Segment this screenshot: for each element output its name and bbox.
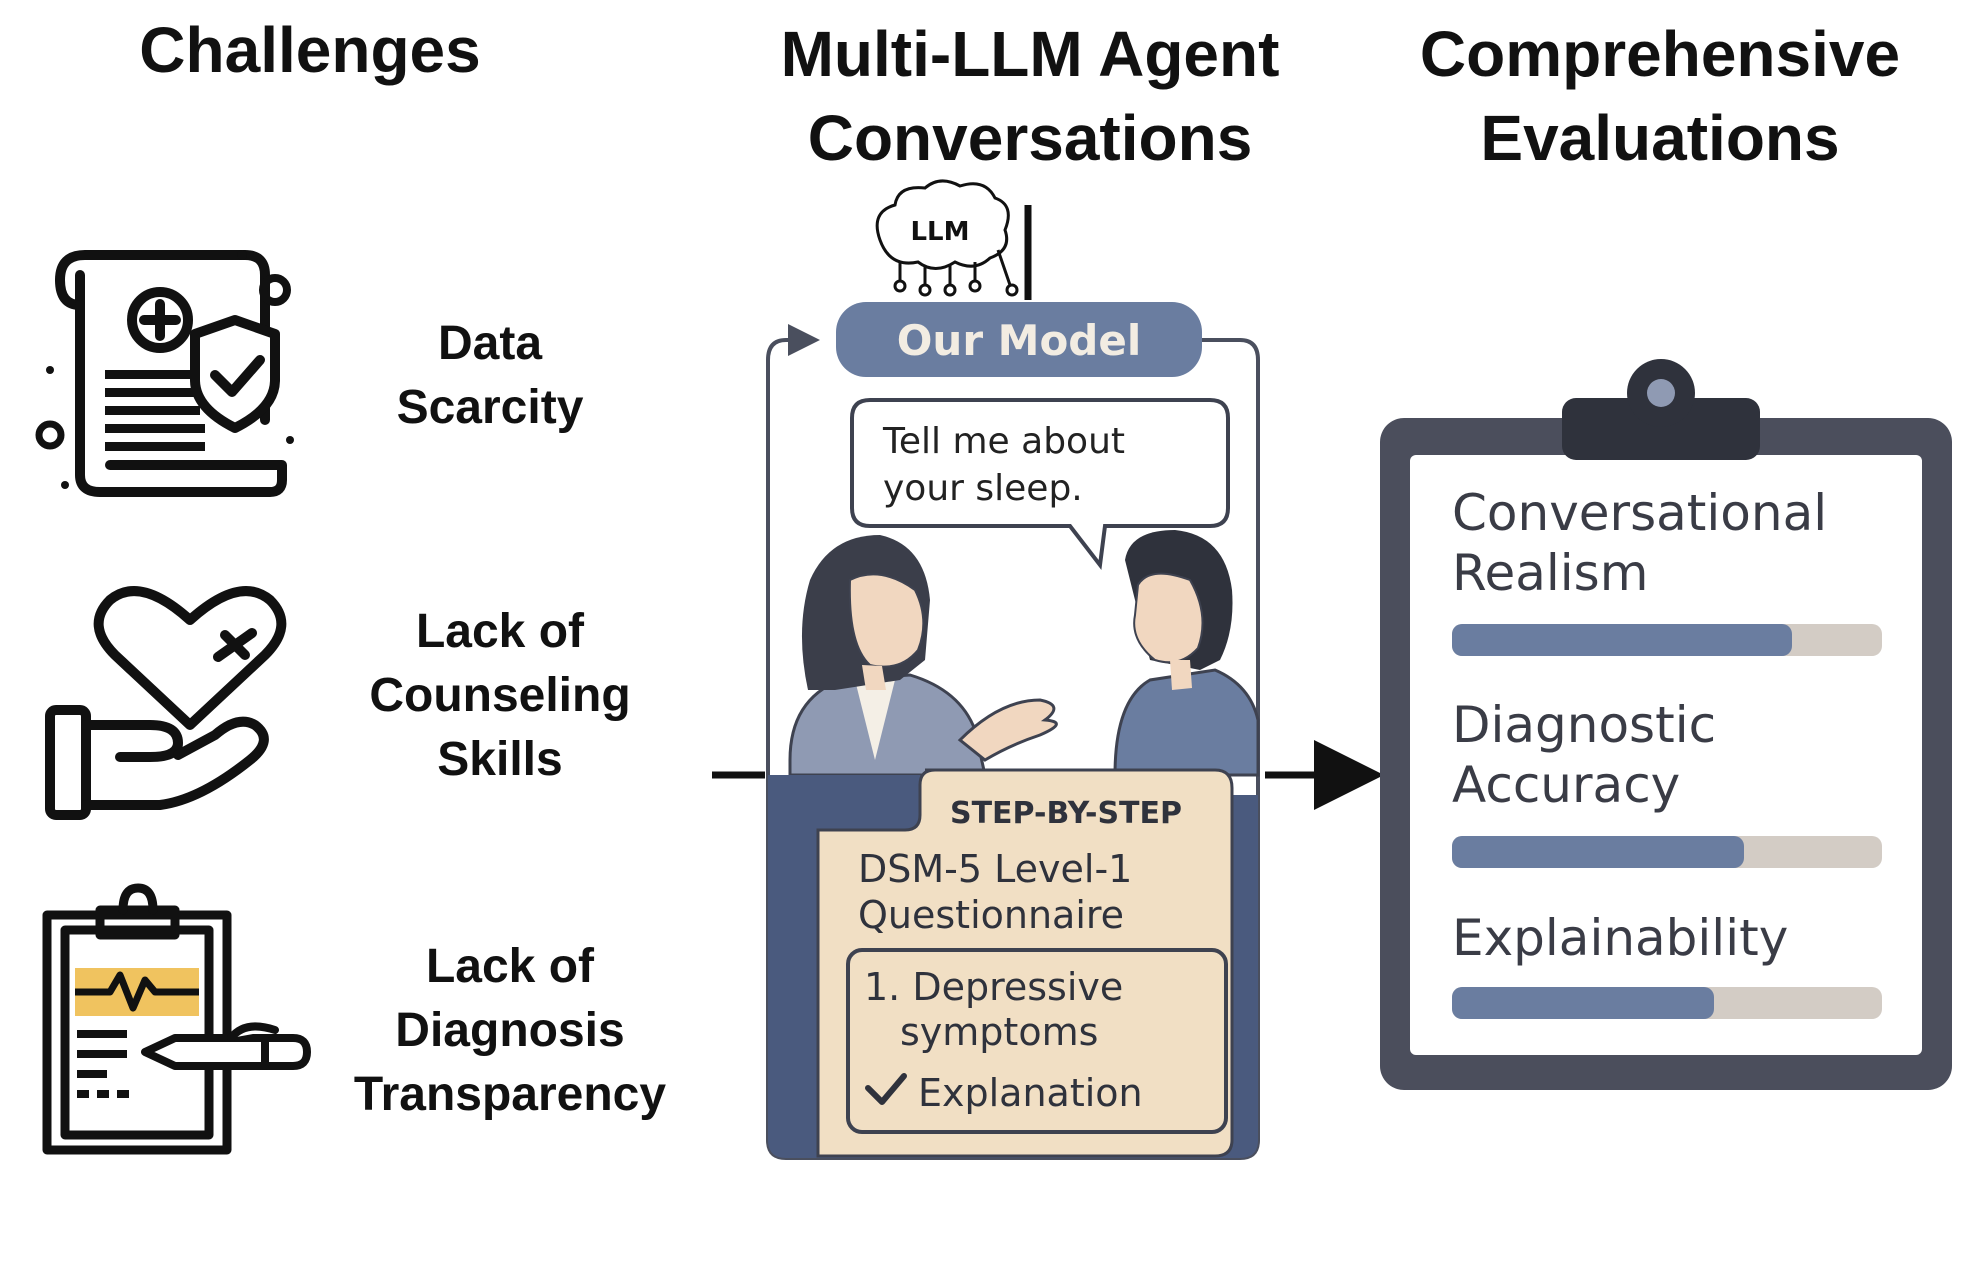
llm-brain-icon xyxy=(875,179,1019,297)
challenge-label-line: Data xyxy=(437,317,543,370)
step-by-step-label: STEP-BY-STEP xyxy=(950,796,1182,831)
challenges-header-text: Challenges xyxy=(139,14,481,86)
speech-bubble xyxy=(850,398,1230,571)
conversations-header-line1: Multi-LLM Agent xyxy=(780,18,1280,90)
evaluation-metrics: ConversationalRealismDiagnosticAccuracyE… xyxy=(1452,484,1882,1019)
clipboard-ecg-pen-icon xyxy=(42,883,311,1155)
evaluation-label-line: Diagnostic xyxy=(1452,696,1716,754)
heart-hand-icon xyxy=(45,586,287,820)
questionnaire-title-line-1: DSM-5 Level-1 xyxy=(858,847,1132,891)
evaluation-bar-fill xyxy=(1452,624,1792,656)
item-line-1: 1. Depressive xyxy=(864,965,1123,1009)
llm-label: LLM xyxy=(910,217,969,247)
check-label: Explanation xyxy=(918,1071,1143,1115)
evaluations-header: Comprehensive Evaluations xyxy=(1380,12,1940,180)
evaluation-bar-fill xyxy=(1452,987,1714,1019)
challenge-data-scarcity: Data Scarcity xyxy=(340,312,640,440)
our-model-pill xyxy=(836,302,1202,377)
clipboard-clip-icon xyxy=(1562,359,1760,460)
item-line-2: symptoms xyxy=(900,1010,1098,1054)
evaluation-label-line: Accuracy xyxy=(1452,756,1680,814)
evaluations-header-line1: Comprehensive xyxy=(1419,18,1901,90)
speech-line-1: Tell me about xyxy=(882,421,1125,462)
conversations-header: Multi-LLM Agent Conversations xyxy=(720,12,1340,180)
challenge-label-line: Lack of xyxy=(415,605,585,658)
challenge-label-line: Diagnosis xyxy=(395,1004,625,1057)
counselor-figure xyxy=(788,535,1058,777)
checkmark-icon xyxy=(865,1073,907,1105)
challenge-label-line: Scarcity xyxy=(396,381,584,434)
challenge-counseling-skills: Lack of Counseling Skills xyxy=(330,600,670,792)
challenges-header: Challenges xyxy=(70,8,550,92)
evaluations-header-line2: Evaluations xyxy=(1480,102,1840,174)
client-figure xyxy=(1113,530,1260,777)
challenge-label-line: Counseling xyxy=(369,669,631,722)
challenge-diagnosis-transparency: Lack of Diagnosis Transparency xyxy=(330,935,690,1127)
evaluation-label-line: Conversational xyxy=(1452,484,1827,542)
evaluation-label-line: Realism xyxy=(1452,544,1648,602)
evaluation-clipboard-paper xyxy=(1410,455,1922,1055)
challenge-label-line: Transparency xyxy=(353,1068,667,1121)
our-model-label: Our Model xyxy=(897,316,1142,365)
questionnaire-item-card xyxy=(846,948,1228,1134)
evaluation-bar-fill xyxy=(1452,836,1744,868)
questionnaire-title-line-2: Questionnaire xyxy=(858,893,1124,937)
challenge-label-line: Lack of xyxy=(425,940,595,993)
conversations-header-line2: Conversations xyxy=(807,102,1253,174)
evaluation-label-line: Explainability xyxy=(1452,909,1788,967)
challenge-label-line: Skills xyxy=(437,733,563,786)
speech-line-2: your sleep. xyxy=(883,468,1083,509)
medical-document-shield-icon xyxy=(35,250,294,497)
